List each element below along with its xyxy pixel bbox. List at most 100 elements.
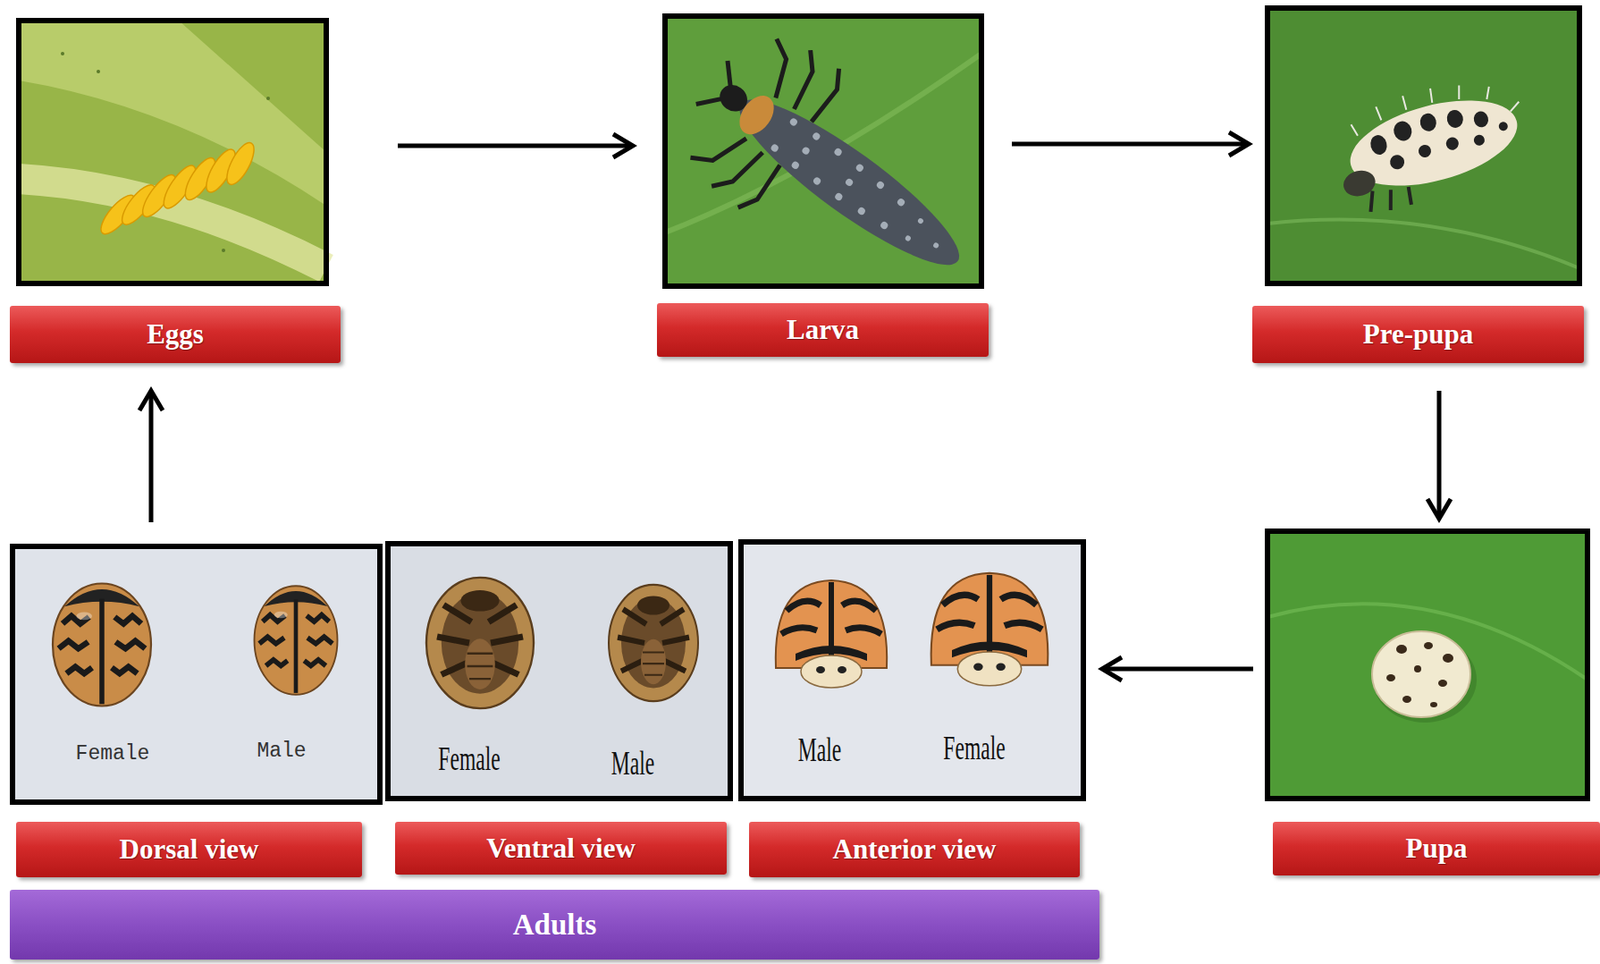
larva-photo <box>895 197 906 208</box>
larva-photo <box>776 50 828 110</box>
anterior-photo <box>775 580 887 688</box>
larva-photo <box>748 38 804 98</box>
pupa-photo <box>1402 695 1412 703</box>
sex-label: Female <box>943 730 1005 765</box>
prepupa-photo <box>1473 133 1487 147</box>
pupa-photo <box>1396 644 1407 654</box>
eggs-photo <box>18 20 327 284</box>
ventral-photo <box>387 543 731 799</box>
eggs-photo <box>18 20 327 284</box>
anterior-photo <box>741 541 1084 799</box>
arrow-line <box>397 143 633 149</box>
ventral-photo <box>387 543 731 799</box>
larva-photo <box>800 145 811 156</box>
flow-arrow <box>397 134 633 158</box>
larva-photo <box>856 205 867 216</box>
arrow-head <box>1229 132 1249 156</box>
larva-photo <box>661 13 1009 331</box>
ventral-photo <box>426 577 534 708</box>
dorsal-photo <box>52 583 152 707</box>
arrow-head <box>1102 656 1122 681</box>
band-title: Adults <box>513 908 598 942</box>
arrow-head <box>613 134 633 158</box>
sex-label: Male <box>611 745 655 780</box>
eggs-photo <box>221 138 260 188</box>
larva-photo <box>723 78 977 286</box>
sex-label: Female <box>437 741 500 775</box>
prepupa-photo <box>1418 111 1440 134</box>
flow-arrow <box>1102 656 1254 681</box>
prepupa-photo <box>1267 8 1580 284</box>
larva-photo <box>844 176 855 187</box>
larva-photo <box>768 115 952 264</box>
anterior-photo <box>931 572 1049 686</box>
larva-photo <box>932 241 940 249</box>
stage-label: Larva <box>786 313 859 346</box>
ventral-photo <box>387 543 731 799</box>
prepupa-photo <box>1267 8 1580 284</box>
prepupa-photo <box>1416 143 1432 159</box>
sex-label: Male <box>798 732 842 767</box>
prepupa-photo <box>1267 219 1580 269</box>
dorsal-photo <box>254 585 338 695</box>
eggs-photo <box>221 248 226 253</box>
prepupa-photo <box>1366 93 1512 175</box>
stage-label-bar: Pupa <box>1272 821 1600 876</box>
prepupa-photo <box>1368 133 1390 157</box>
flow-arrow <box>139 390 163 523</box>
pupa-photo <box>1386 673 1396 682</box>
dorsal-photo <box>12 546 380 802</box>
eggs-photo <box>95 138 260 239</box>
eggs-photo <box>96 69 101 74</box>
arrow-line <box>1437 390 1442 519</box>
stage-label: Dorsal view <box>119 833 260 866</box>
stage-label-bar: Larva <box>656 303 989 357</box>
prepupa-photo <box>1388 153 1407 172</box>
arrow-head <box>1427 498 1451 519</box>
prepupa-photo <box>1498 120 1509 132</box>
larva-photo <box>665 16 982 287</box>
larva-photo <box>732 89 781 142</box>
stage-node: Larva <box>656 16 989 358</box>
pupa-photo <box>1442 653 1454 663</box>
pupa-photo <box>1430 701 1438 708</box>
arrow-line <box>149 390 154 523</box>
prepupa-photo <box>1472 109 1491 130</box>
pupa-photo <box>1267 530 1588 799</box>
pupa-photo <box>1414 665 1422 673</box>
larva-photo <box>665 16 982 287</box>
sex-label: Male <box>256 741 306 762</box>
stage-label: Pupa <box>1406 832 1468 865</box>
pupa-photo <box>1267 530 1588 799</box>
eggs-photo <box>60 51 65 56</box>
larva-photo <box>696 88 723 116</box>
flow-arrow <box>1427 390 1451 519</box>
larva-photo <box>715 60 742 88</box>
stage-label: Ventral view <box>486 832 636 865</box>
larva-photo <box>711 139 763 199</box>
larva-photo <box>661 13 1009 331</box>
stage-label-bar: Anterior view <box>749 821 1080 877</box>
larva-photo <box>833 146 843 157</box>
larva-photo <box>904 234 912 242</box>
dorsal-photo <box>12 546 380 802</box>
anterior-photo <box>741 541 1084 799</box>
eggs-photo <box>266 96 270 101</box>
stage-node: Male FemaleAnterior view <box>741 541 1084 878</box>
sex-label: Female <box>75 743 151 765</box>
eggs-photo <box>18 20 327 284</box>
stage-label: Eggs <box>146 318 204 351</box>
ventral-photo <box>608 584 699 701</box>
prepupa-photo <box>1445 108 1466 130</box>
prepupa-photo <box>1267 8 1580 284</box>
stage-node: Eggs <box>9 20 341 370</box>
arrow-line <box>1011 142 1249 147</box>
prepupa-photo <box>1340 84 1526 203</box>
stage-label-bar: Dorsal view <box>16 821 363 877</box>
larva-photo <box>804 68 849 123</box>
larva-photo <box>917 217 925 225</box>
stage-node: Pupa <box>1267 530 1600 876</box>
